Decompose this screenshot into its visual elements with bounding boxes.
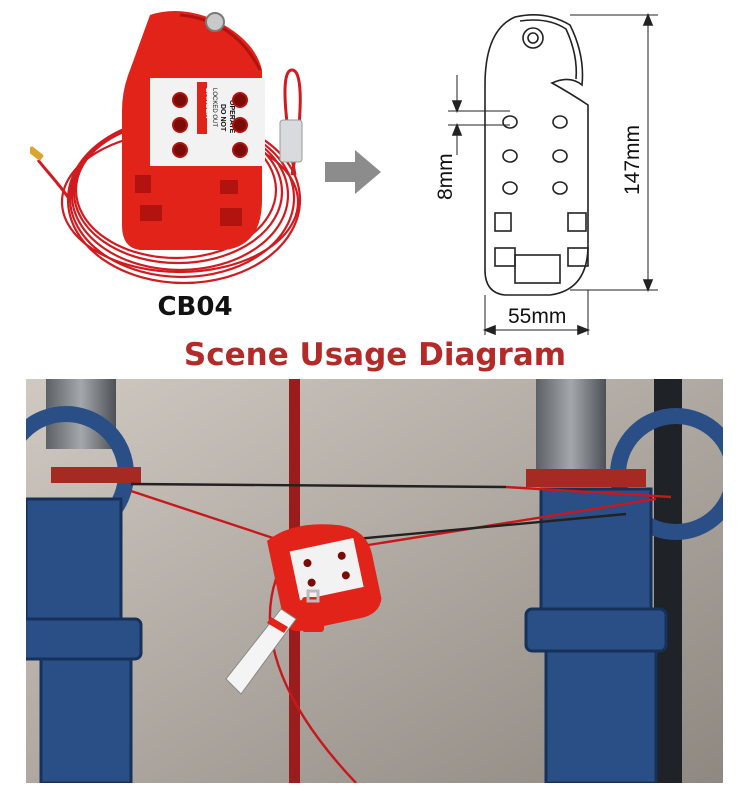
locked-out-text: LOCKED OUT bbox=[211, 88, 217, 127]
dimension-drawing: 147mm 55mm 8mm bbox=[434, 12, 658, 336]
operate-text: OPERATE bbox=[228, 100, 235, 134]
section-title: Scene Usage Diagram bbox=[183, 337, 567, 373]
hole-dimension-label: 8mm bbox=[434, 153, 457, 200]
product-photo: DANGER LOCKED OUT DO NOT OPERATE bbox=[30, 11, 303, 285]
danger-tag-text: DANGER bbox=[204, 88, 211, 118]
do-not-text: DO NOT bbox=[219, 104, 226, 132]
height-dimension-label: 147mm bbox=[621, 125, 644, 195]
width-dimension-label: 55mm bbox=[508, 305, 566, 328]
product-model-label: CB04 bbox=[157, 292, 233, 322]
scene-usage-photo bbox=[26, 379, 723, 783]
arrow-right-icon bbox=[325, 150, 381, 194]
